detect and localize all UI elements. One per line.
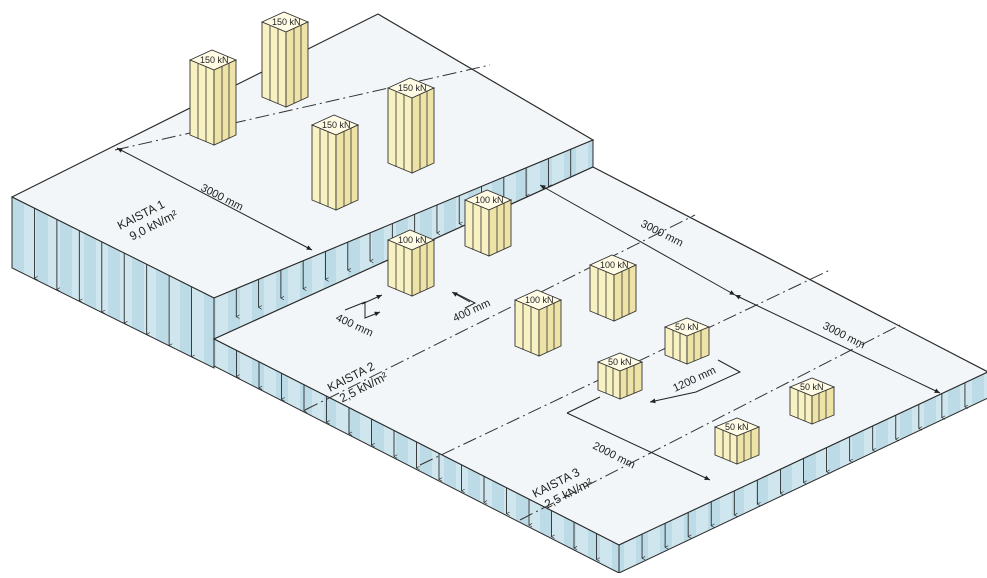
load-label: 50 kN: [800, 382, 824, 392]
lower-deck-right-load-arrows: [641, 382, 969, 561]
point-load-50-4: 50 kN: [713, 417, 761, 465]
load-label: 100 kN: [475, 195, 504, 205]
lane1-width-dimension: [116, 147, 313, 251]
lane3-width-dimension: [734, 294, 941, 394]
point-load-50-3: 50 kN: [788, 377, 836, 425]
load-label: 150 kN: [272, 17, 301, 27]
load-label: 150 kN: [322, 120, 351, 130]
point-load-100-4: 100 kN: [588, 254, 638, 322]
load-label: 100 kN: [600, 260, 629, 270]
load-label: 100 kN: [525, 295, 554, 305]
lane1-centerline: [114, 64, 491, 151]
point-load-100-1: 100 kN: [386, 229, 436, 297]
load-label: 150 kN: [398, 83, 427, 93]
lane2-width-dimension: [539, 184, 736, 296]
point-load-150-4: 150 kN: [386, 77, 436, 174]
point-load-150-3: 150 kN: [310, 114, 360, 211]
spacing-2000-arrow: [566, 396, 710, 480]
point-load-50-1: 50 kN: [663, 317, 711, 365]
load-label: 50 kN: [608, 357, 632, 367]
offset-b-arrow: [454, 292, 477, 309]
load-label: 100 kN: [398, 235, 427, 245]
point-load-100-3: 100 kN: [513, 289, 563, 357]
offset-b-arrow-head: [451, 291, 471, 303]
point-load-50-2: 50 kN: [596, 352, 644, 400]
offset-a-arrow-head: [361, 294, 383, 305]
point-load-150-2: 150 kN: [260, 11, 310, 108]
lower-deck-left-load-arrows: [235, 350, 600, 562]
load-label: 50 kN: [675, 322, 699, 332]
offset-a-arrow: [344, 301, 381, 319]
load-label: 150 kN: [200, 55, 229, 65]
point-load-100-2: 100 kN: [463, 189, 513, 257]
lane1-left-load-arrows: [33, 208, 195, 359]
load-label: 50 kN: [725, 422, 749, 432]
point-load-150-1: 150 kN: [188, 49, 238, 146]
spacing-50-arrow: [649, 359, 742, 404]
